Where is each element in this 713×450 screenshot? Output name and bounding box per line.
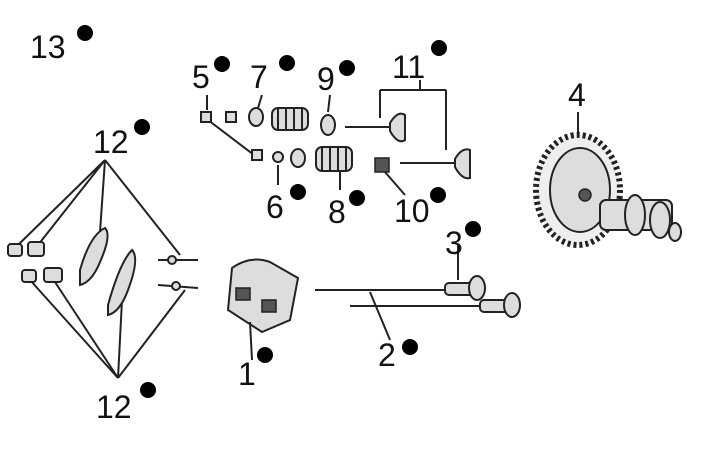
marker-dot [430,187,446,203]
marker-dot [279,55,295,71]
callout-1: 1 [238,347,273,392]
callout-5: 5 [192,56,230,95]
marker-dot [402,339,418,355]
marker-dot [140,382,156,398]
callout-4: 4 [568,77,586,113]
part-12-rocker-arms [7,159,199,379]
callout-12-top: 12 [93,119,150,160]
callout-13: 13 [30,25,93,65]
callout-11: 11 [392,40,447,85]
callout-label: 11 [392,49,425,85]
part-11-valves [345,80,471,180]
callout-label: 8 [328,194,346,230]
callout-8: 8 [328,190,365,230]
marker-dot [134,119,150,135]
callout-label: 3 [445,225,463,261]
callout-label: 4 [568,77,586,113]
callout-7: 7 [250,55,295,95]
part-5-to-10-valve-parts [200,94,406,196]
callout-label: 9 [317,61,335,97]
callout-label: 12 [96,389,132,425]
callout-label: 1 [238,356,256,392]
part-3-tappets [444,245,521,318]
callout-2: 2 [378,337,418,373]
marker-dot [257,347,273,363]
callout-label: 10 [394,193,430,229]
marker-dot [465,221,481,237]
callout-9: 9 [317,60,355,97]
marker-dot [77,25,93,41]
callout-label: 12 [93,124,129,160]
callout-label: 6 [266,189,284,225]
callout-3: 3 [445,221,481,261]
part-1-plate [226,258,300,361]
marker-dot [214,56,230,72]
part-2-push-rods [315,289,490,341]
callout-label: 7 [250,59,268,95]
callout-label: 13 [30,29,66,65]
part-4-camshaft-gear [533,112,682,248]
marker-dot [349,190,365,206]
callout-6: 6 [266,184,306,225]
marker-dot [339,60,355,76]
callout-12-bottom: 12 [96,382,156,425]
callout-label: 5 [192,59,210,95]
marker-dot [431,40,447,56]
callout-label: 2 [378,337,396,373]
callout-10: 10 [394,187,446,229]
marker-dot [290,184,306,200]
